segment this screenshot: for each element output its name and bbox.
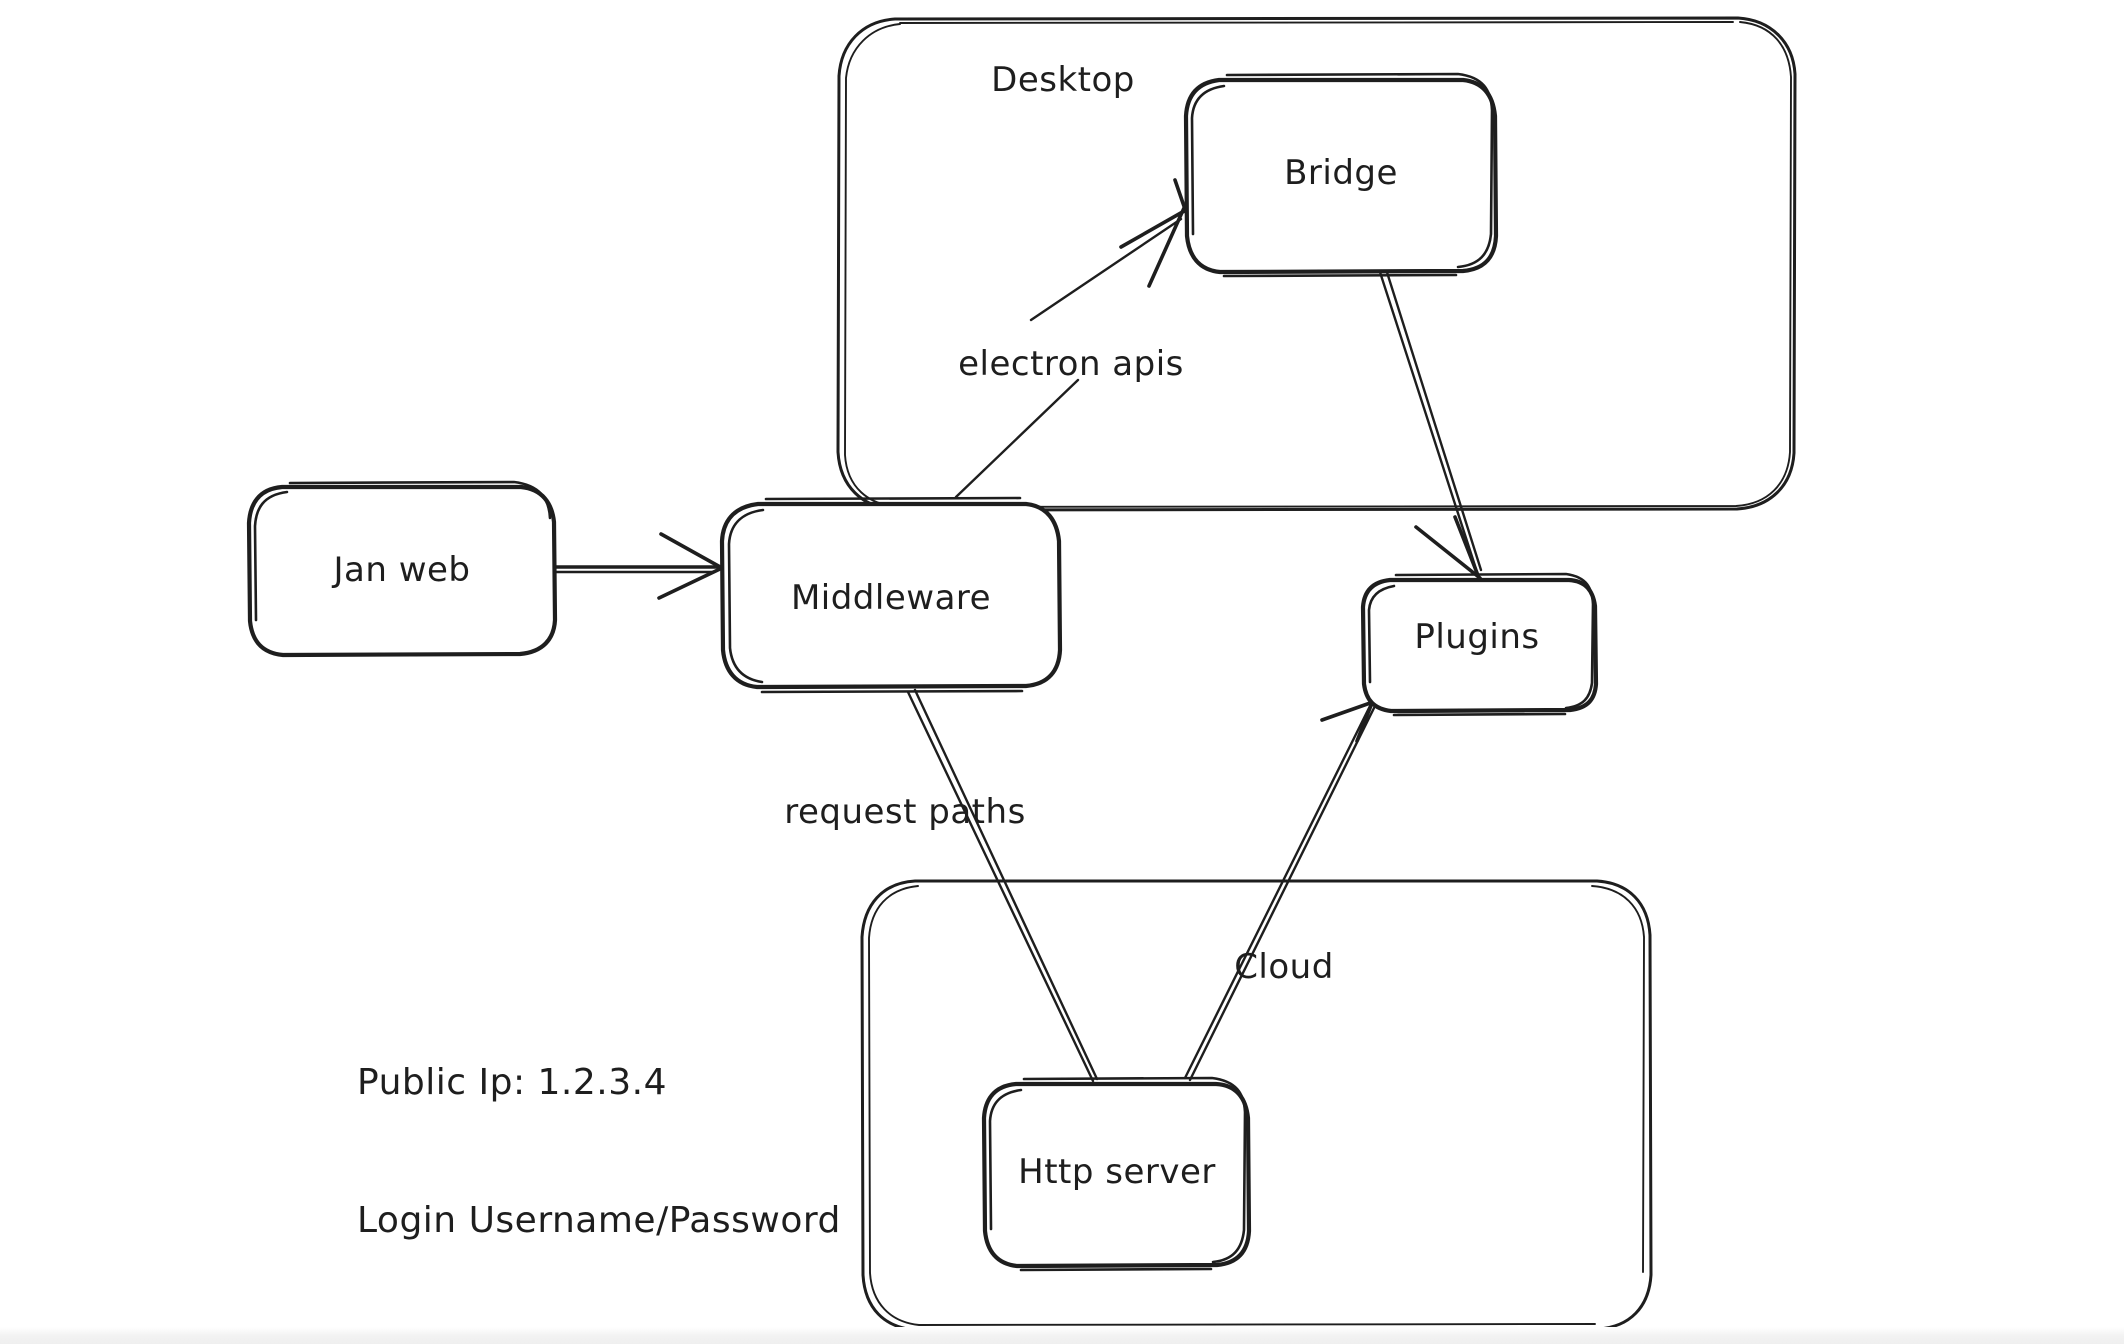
edge-line-middleware-http-server-sketch <box>913 688 1099 1081</box>
middleware-box-sketch-top <box>764 496 1022 501</box>
desktop-frame-sketch-right <box>899 21 1792 508</box>
edge-middleware-to-http-server <box>906 688 1099 1083</box>
node-middleware[interactable] <box>719 496 1063 694</box>
node-label-middleware: Middleware <box>790 578 992 618</box>
edge-label-cloud: Cloud <box>1234 947 1334 987</box>
edge-label-electron-apis: electron apis <box>958 344 1184 384</box>
desktop-frame-sketch <box>844 23 901 508</box>
edge-http-server-to-plugins <box>1183 700 1376 1082</box>
jan-web-box-sketch-top <box>288 480 552 520</box>
arrowhead-bridge-plugins-wing2 <box>1453 515 1481 580</box>
plugins-box-sketch-top <box>1394 572 1595 710</box>
http-server-box-sketch-bottom <box>1019 1267 1213 1272</box>
http-server-box-sketch-top <box>1022 1076 1247 1264</box>
edge-middleware-to-bridge <box>954 178 1188 499</box>
arrowhead-middleware-bridge-wing1 <box>1119 208 1188 249</box>
node-plugins[interactable] <box>1360 572 1599 717</box>
edge-line-middleware-bridge-lower <box>954 378 1080 499</box>
bridge-box-sketch <box>1190 84 1226 236</box>
middleware-box-sketch-bottom <box>760 689 1024 694</box>
arrowhead-bridge-plugins-wing1 <box>1414 525 1482 580</box>
node-label-plugins: Plugins <box>1414 617 1540 657</box>
note-public-ip: Public Ip: 1.2.3.4 Login Username/Passwo… <box>357 968 841 1337</box>
edge-line-middleware-bridge-upper <box>1029 217 1183 322</box>
note-line-public-ip: Public Ip: 1.2.3.4 <box>357 1062 667 1104</box>
jan-web-box <box>246 484 558 658</box>
edge-bridge-to-plugins <box>1376 264 1483 580</box>
bridge-box-sketch-top <box>1225 72 1494 269</box>
desktop-frame-sketch-top <box>899 21 1734 24</box>
node-http-server[interactable] <box>981 1076 1252 1272</box>
plugins-box-sketch-bottom <box>1392 712 1567 717</box>
edge-line-middleware-http-server <box>906 690 1095 1083</box>
arrowhead-http-server-plugins-wing1 <box>1320 700 1375 722</box>
edge-line-bridge-plugins <box>1376 264 1479 574</box>
node-label-jan-web: Jan web <box>333 550 471 590</box>
page-bottom-strip <box>0 1327 2124 1344</box>
node-bridge[interactable] <box>1183 72 1499 278</box>
bridge-box-sketch-bottom <box>1222 273 1458 278</box>
arrowhead-middleware-bridge-wing2 <box>1147 206 1186 288</box>
middleware-box-sketch <box>727 508 765 684</box>
edge-jan-web-to-middleware <box>554 532 724 600</box>
node-jan-web[interactable] <box>246 480 558 658</box>
cloud-frame-sketch <box>868 885 1596 1326</box>
node-label-bridge: Bridge <box>1284 153 1398 193</box>
cloud-frame-sketch-right <box>1591 885 1645 1273</box>
edge-label-request-paths: request paths <box>784 792 1026 832</box>
jan-web-box-sketch <box>253 490 289 622</box>
edge-line-http-server-plugins <box>1183 704 1372 1080</box>
edge-line-http-server-plugins-sketch <box>1188 706 1376 1082</box>
plugins-box-sketch <box>1367 584 1396 684</box>
middleware-box <box>719 501 1063 690</box>
http-server-box-sketch <box>988 1088 1023 1231</box>
group-label-desktop: Desktop <box>991 60 1135 100</box>
edge-line-bridge-plugins-sketch <box>1383 264 1483 572</box>
note-line-login: Login Username/Password <box>357 1200 841 1242</box>
node-label-http-server: Http server <box>1018 1152 1216 1192</box>
arrowhead-http-server-plugins-wing2 <box>1355 701 1374 743</box>
arrowhead-middleware-bridge-wing3 <box>1173 178 1188 214</box>
